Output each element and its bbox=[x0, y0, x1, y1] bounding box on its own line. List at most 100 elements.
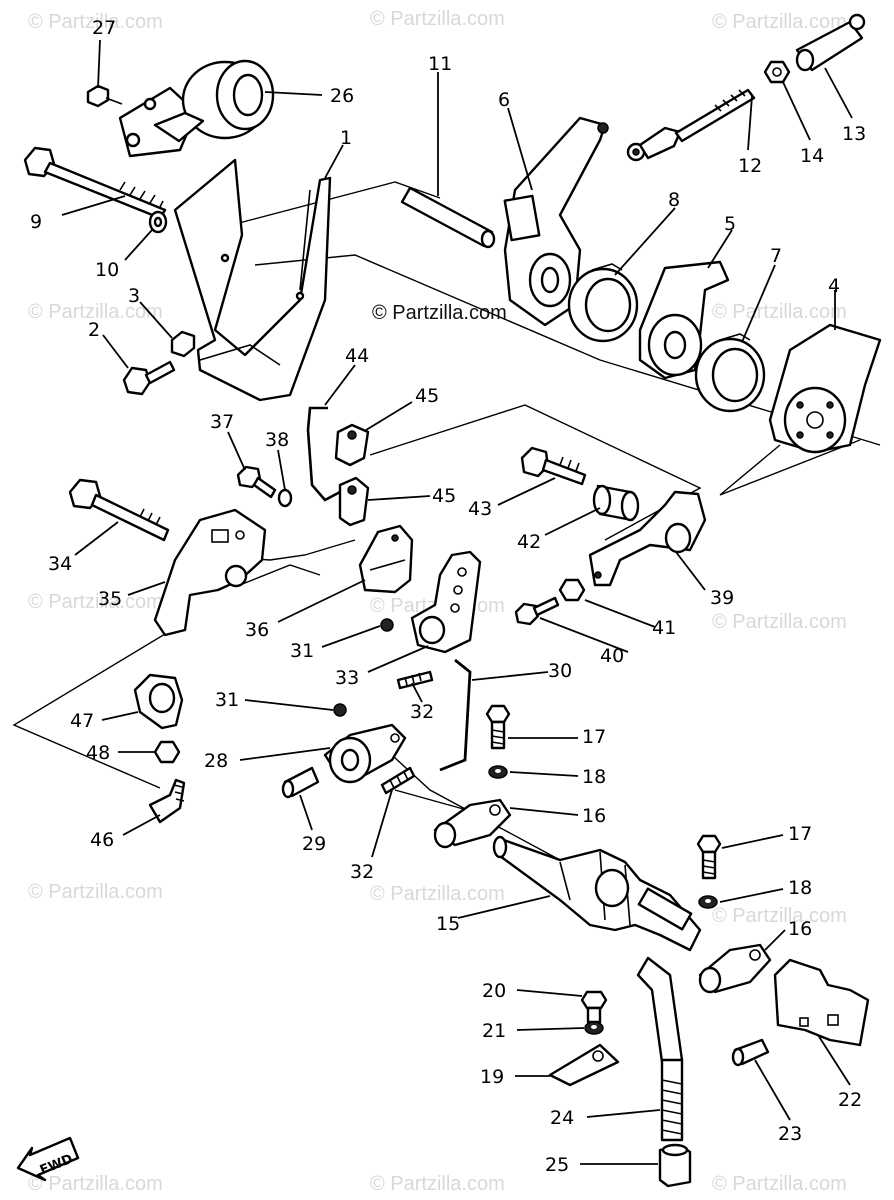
callout-21: 21 bbox=[482, 1020, 506, 1042]
callout-10: 10 bbox=[95, 259, 119, 281]
leader-lines bbox=[61, 39, 853, 1165]
part-25-nut[interactable] bbox=[658, 1143, 692, 1188]
callout-37: 37 bbox=[210, 411, 234, 433]
part-26-pulley-assembly[interactable] bbox=[118, 59, 275, 158]
callout-36: 36 bbox=[245, 619, 269, 641]
part-46-rod[interactable] bbox=[148, 778, 186, 824]
part-4-cam-plate[interactable] bbox=[768, 323, 882, 454]
part-28-bracket[interactable] bbox=[323, 723, 407, 784]
callout-45-upper: 45 bbox=[415, 385, 439, 407]
callout-40: 40 bbox=[600, 645, 624, 667]
watermark: © Partzilla.com bbox=[712, 1173, 847, 1195]
part-9-long-bolt[interactable] bbox=[23, 146, 167, 220]
part-16-clamp-upper[interactable] bbox=[433, 798, 512, 849]
part-44-link-rod[interactable] bbox=[306, 406, 341, 502]
part-29-pin[interactable] bbox=[281, 766, 320, 799]
part-33-lever[interactable] bbox=[410, 550, 482, 654]
part-34-bolt[interactable] bbox=[68, 478, 170, 542]
callout-13: 13 bbox=[842, 123, 866, 145]
callout-41: 41 bbox=[652, 617, 676, 639]
part-1-bracket[interactable] bbox=[173, 158, 332, 402]
callout-7: 7 bbox=[770, 245, 782, 267]
part-31-ring-upper[interactable] bbox=[380, 618, 394, 632]
watermark: © Partzilla.com bbox=[712, 11, 847, 33]
watermark: © Partzilla.com bbox=[370, 8, 505, 30]
part-16-clamp-lower[interactable] bbox=[698, 943, 772, 994]
part-5-cam[interactable] bbox=[638, 260, 730, 380]
part-14-nut[interactable] bbox=[763, 60, 791, 84]
part-32-pin-lower[interactable] bbox=[380, 766, 416, 795]
callout-6: 6 bbox=[498, 89, 510, 111]
part-17-bolt-upper[interactable] bbox=[485, 704, 511, 750]
callout-29: 29 bbox=[302, 833, 326, 855]
callout-27: 27 bbox=[92, 17, 116, 39]
callout-25: 25 bbox=[545, 1154, 569, 1176]
callout-9: 9 bbox=[30, 211, 42, 233]
part-2-bolt[interactable] bbox=[122, 360, 176, 396]
part-7-collar[interactable] bbox=[694, 333, 766, 413]
part-22-bracket[interactable] bbox=[773, 958, 870, 1047]
part-15-shift-shaft[interactable] bbox=[492, 835, 702, 952]
watermark: © Partzilla.com bbox=[28, 591, 163, 613]
part-48-nut[interactable] bbox=[153, 740, 181, 764]
callout-24: 24 bbox=[550, 1107, 574, 1129]
part-41-nut[interactable] bbox=[558, 578, 586, 602]
part-35-bracket[interactable] bbox=[153, 508, 267, 637]
part-12-rod-end[interactable] bbox=[626, 88, 756, 162]
part-40-bolt[interactable] bbox=[514, 596, 560, 626]
callout-17-upper: 17 bbox=[582, 726, 606, 748]
part-3-nut[interactable] bbox=[170, 330, 196, 358]
part-42-bushing[interactable] bbox=[592, 484, 640, 522]
part-32-pin-upper[interactable] bbox=[396, 670, 434, 690]
callout-26: 26 bbox=[330, 85, 354, 107]
callout-19: 19 bbox=[480, 1066, 504, 1088]
callout-44: 44 bbox=[345, 345, 369, 367]
part-24-rod[interactable] bbox=[636, 956, 684, 1142]
callout-11: 11 bbox=[428, 53, 452, 75]
part-37-bolt[interactable] bbox=[236, 465, 277, 499]
watermark: © Partzilla.com bbox=[28, 1173, 163, 1195]
part-21-washer[interactable] bbox=[584, 1021, 604, 1035]
part-11-pin[interactable] bbox=[400, 186, 496, 249]
callout-18-upper: 18 bbox=[582, 766, 606, 788]
callout-16-upper: 16 bbox=[582, 805, 606, 827]
part-47-joint-block[interactable] bbox=[133, 673, 184, 730]
part-20-bolt[interactable] bbox=[580, 990, 608, 1024]
callout-42: 42 bbox=[517, 531, 541, 553]
part-18-washer-lower[interactable] bbox=[698, 895, 718, 909]
watermark-center: © Partzilla.com bbox=[372, 302, 507, 324]
part-38-washer[interactable] bbox=[277, 488, 293, 508]
callout-17-lower: 17 bbox=[788, 823, 812, 845]
part-8-collar[interactable] bbox=[567, 263, 639, 343]
watermark: © Partzilla.com bbox=[712, 905, 847, 927]
watermark: © Partzilla.com bbox=[712, 301, 847, 323]
callout-16-lower: 16 bbox=[788, 918, 812, 940]
callout-23: 23 bbox=[778, 1123, 802, 1145]
part-31-ring-lower[interactable] bbox=[333, 703, 347, 717]
part-10-washer[interactable] bbox=[148, 210, 168, 234]
part-45-clip-upper[interactable] bbox=[334, 423, 370, 467]
callout-31-lower: 31 bbox=[215, 689, 239, 711]
callout-38: 38 bbox=[265, 429, 289, 451]
part-27-bolt[interactable] bbox=[86, 84, 123, 108]
part-6-cam-lever[interactable] bbox=[503, 116, 609, 327]
callout-20: 20 bbox=[482, 980, 506, 1002]
part-43-bolt[interactable] bbox=[520, 446, 587, 486]
part-13-rod-joint[interactable] bbox=[795, 13, 866, 72]
part-18-washer-upper[interactable] bbox=[488, 765, 508, 779]
callout-2: 2 bbox=[88, 319, 100, 341]
part-30-link-rod[interactable] bbox=[439, 658, 472, 772]
part-45-clip-lower[interactable] bbox=[338, 476, 370, 527]
part-36-plate[interactable] bbox=[358, 524, 414, 594]
callout-32-upper: 32 bbox=[410, 701, 434, 723]
callout-22: 22 bbox=[838, 1089, 862, 1111]
watermark: © Partzilla.com bbox=[370, 1173, 505, 1195]
callout-14: 14 bbox=[800, 145, 824, 167]
part-39-lever[interactable] bbox=[588, 490, 707, 587]
callout-labels: 27 26 1 11 6 12 14 13 9 10 8 5 7 4 3 2 4… bbox=[30, 17, 866, 1176]
callout-35: 35 bbox=[98, 588, 122, 610]
part-17-bolt-lower[interactable] bbox=[696, 834, 722, 880]
part-23-pin[interactable] bbox=[731, 1038, 770, 1067]
part-19-plate[interactable] bbox=[548, 1043, 620, 1087]
callout-30: 30 bbox=[548, 660, 572, 682]
